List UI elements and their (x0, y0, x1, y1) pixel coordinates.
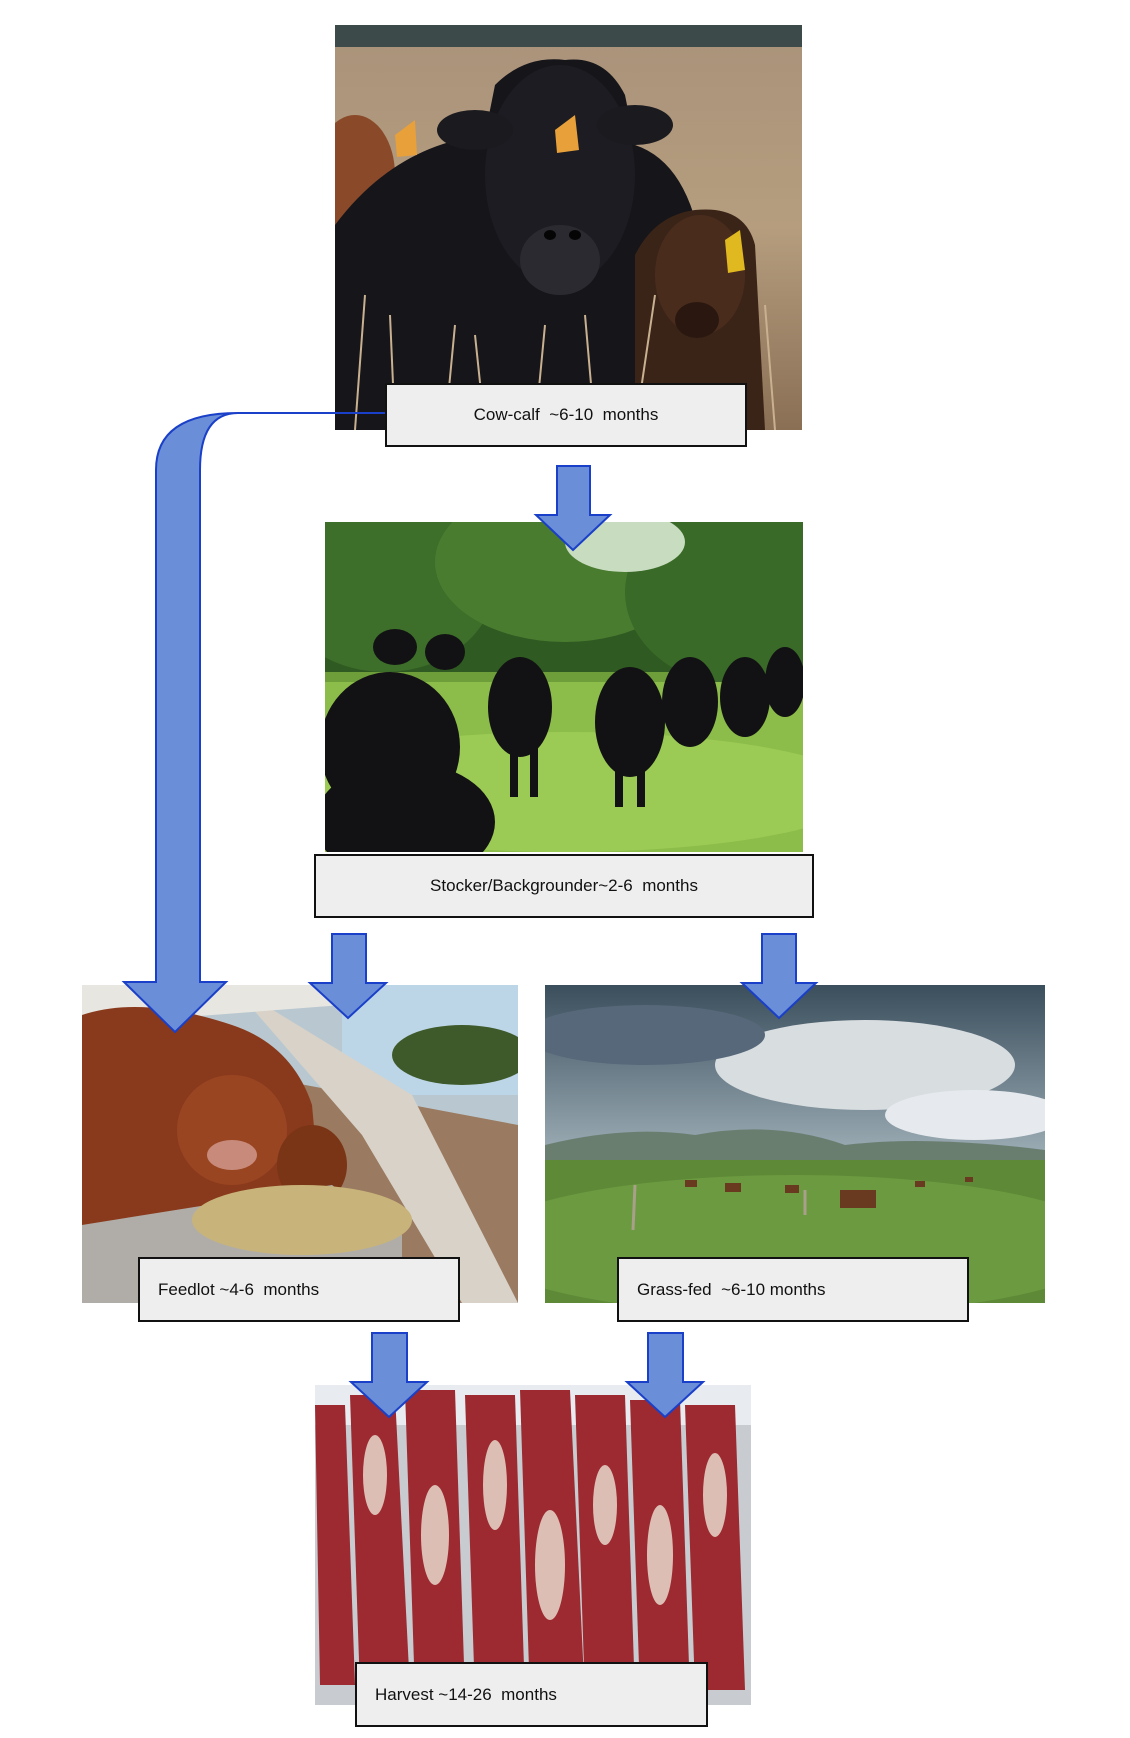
feedlot-label: Feedlot ~4-6 months (138, 1257, 460, 1322)
cow-calf-label: Cow-calf ~6-10 months (385, 383, 747, 447)
feedlot-photo (82, 985, 518, 1303)
cow-calf-photo (335, 25, 802, 430)
harvest-label: Harvest ~14-26 months (355, 1662, 708, 1727)
grass-fed-photo (545, 985, 1045, 1303)
stocker-photo (325, 522, 803, 852)
stocker-label: Stocker/Backgrounder~2-6 months (314, 854, 814, 918)
grass-fed-label: Grass-fed ~6-10 months (617, 1257, 969, 1322)
harvest-photo (315, 1385, 751, 1705)
